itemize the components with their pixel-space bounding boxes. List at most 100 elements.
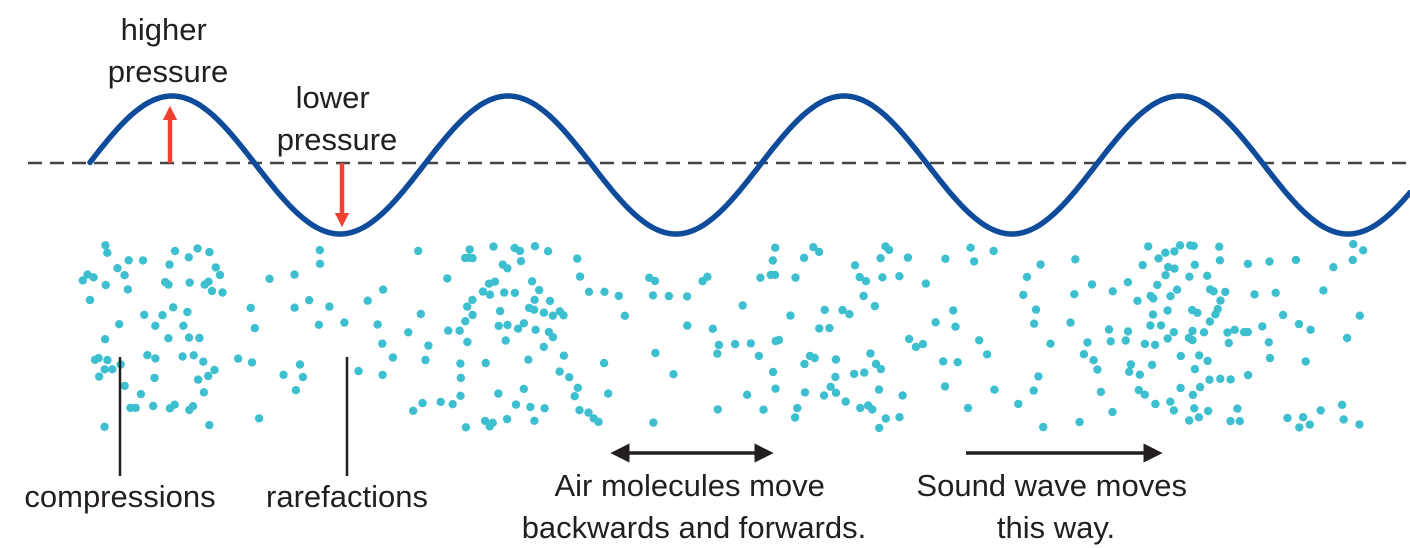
air-molecule-dot	[103, 248, 112, 257]
air-molecule-dot	[170, 246, 180, 256]
air-molecule-dot	[820, 305, 829, 315]
air-molecule-dot	[953, 358, 962, 367]
air-molecule-dot	[786, 311, 795, 320]
air-molecule-dot	[1121, 336, 1130, 345]
air-molecule-dot	[279, 370, 288, 379]
air-molecule-dot	[478, 287, 488, 296]
air-molecule-dot	[1022, 272, 1032, 282]
air-molecule-dot	[810, 353, 819, 363]
air-molecule-dot	[513, 324, 523, 333]
air-molecule-dot	[461, 317, 470, 326]
air-molecule-dot	[876, 254, 885, 263]
air-molecule-dot	[1175, 241, 1185, 250]
air-molecule-dot	[1029, 319, 1039, 328]
air-molecule-dot	[485, 290, 495, 299]
air-molecule-dot	[1243, 327, 1253, 337]
air-molecule-dot	[519, 319, 529, 328]
air-molecule-dot	[115, 320, 124, 329]
air-molecule-dot	[1104, 325, 1114, 334]
air-molecule-dot	[247, 358, 257, 367]
air-molecule-dot	[414, 246, 423, 256]
air-molecule-dot	[1349, 239, 1358, 249]
air-molecule-dot	[315, 245, 324, 255]
air-molecule-dot	[373, 320, 382, 329]
air-molecule-dot	[770, 270, 780, 280]
air-molecule-dot	[850, 261, 860, 270]
air-molecule-dot	[1150, 340, 1160, 350]
air-molecule-dot	[874, 385, 884, 394]
air-molecule-dot	[388, 353, 398, 362]
air-molecule-dot	[94, 353, 103, 363]
air-molecule-dot	[494, 389, 503, 398]
air-molecule-dot	[481, 358, 490, 368]
air-molecule-dot	[573, 254, 582, 263]
air-molecule-dot	[290, 303, 299, 312]
air-molecule-dot	[1108, 287, 1117, 296]
air-molecule-dot	[1189, 241, 1198, 251]
air-molecule-dot	[911, 342, 921, 352]
air-molecule-dot	[575, 406, 584, 415]
air-molecule-dot	[800, 359, 809, 369]
air-molecule-dot	[113, 264, 122, 273]
air-molecule-dot	[539, 308, 549, 317]
air-molecule-dot	[1233, 404, 1242, 413]
air-molecule-dot	[151, 354, 160, 363]
air-molecule-dot	[918, 339, 928, 349]
air-molecule-dot	[1096, 387, 1106, 397]
air-molecule-dot	[1301, 357, 1310, 366]
air-molecule-dot	[1194, 413, 1204, 422]
air-molecule-dot	[1355, 420, 1364, 429]
air-molecule-dot	[468, 253, 477, 263]
air-molecule-dot	[856, 403, 865, 413]
air-molecule-dot	[774, 335, 784, 345]
air-molecule-dot	[1190, 364, 1200, 374]
air-molecule-dot	[1169, 406, 1179, 415]
air-molecule-dot	[1316, 406, 1325, 415]
air-molecule-dot	[527, 277, 537, 286]
air-molecule-dot	[1154, 254, 1163, 263]
air-molecule-dot	[742, 390, 752, 399]
rarefactions-label: rarefactions	[266, 479, 428, 514]
air-molecule-dot	[254, 414, 264, 423]
air-molecule-dot	[169, 303, 178, 312]
air-molecule-dot	[140, 310, 149, 319]
air-molecule-dot	[682, 292, 692, 301]
air-molecule-dot	[1278, 310, 1288, 320]
air-molecule-dot	[1151, 399, 1160, 409]
air-molecule-dot	[1226, 416, 1235, 426]
air-molecule-dot	[845, 310, 854, 319]
air-molecule-dot	[448, 400, 457, 409]
air-molecule-dot	[565, 373, 574, 382]
air-molecule-dot	[895, 272, 904, 281]
air-molecule-dot	[548, 311, 557, 320]
air-molecule-dot	[495, 306, 505, 316]
air-molecule-dot	[158, 311, 167, 320]
air-molecule-dot	[1223, 328, 1232, 337]
air-molecule-dot	[599, 358, 609, 368]
air-molecule-dot	[868, 405, 877, 414]
air-molecule-dot	[540, 404, 549, 413]
air-molecule-dot	[1205, 375, 1214, 384]
air-molecule-dot	[969, 257, 979, 266]
air-molecule-dot	[100, 422, 109, 431]
air-molecule-dot	[535, 285, 544, 295]
air-molecule-dot	[340, 318, 349, 327]
air-molecule-dot	[604, 389, 613, 398]
air-molecule-dot	[875, 423, 884, 433]
air-molecule-dot	[1226, 375, 1235, 384]
air-molecule-dot	[1163, 306, 1172, 315]
air-molecule-dot	[1079, 350, 1089, 359]
air-molecule-dot	[503, 320, 512, 330]
air-molecule-dot	[759, 405, 768, 414]
air-molecule-dot	[455, 326, 464, 335]
air-molecule-dot	[819, 391, 829, 400]
air-molecule-dot	[1133, 296, 1142, 305]
air-molecule-dot	[768, 256, 777, 265]
air-molecule-dot	[421, 355, 430, 365]
air-molecule-dot	[503, 264, 512, 273]
air-molecule-dot	[1108, 407, 1117, 417]
air-molecule-dot	[800, 388, 810, 397]
air-molecule-dot	[531, 325, 540, 334]
air-molecule-dot	[756, 273, 765, 282]
